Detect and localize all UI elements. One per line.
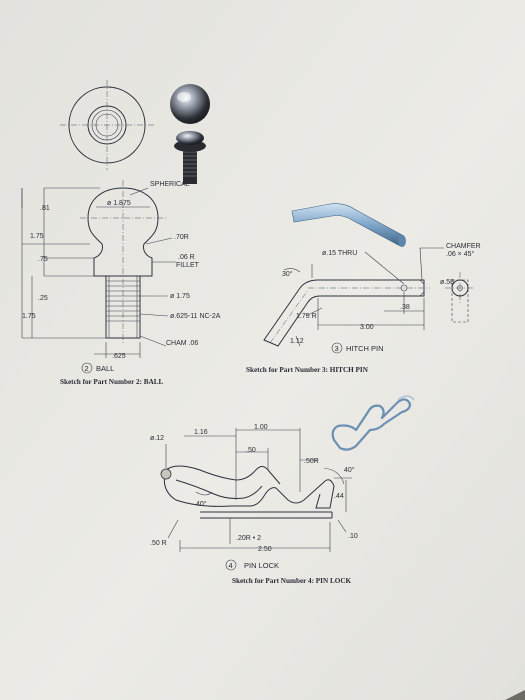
pin-lock-caption: Sketch for Part Number 4: PIN LOCK: [232, 577, 352, 585]
radius-50-left-dim: .50 R: [150, 540, 167, 547]
thread-spec-dim: ø.625-11 NC-2A: [170, 313, 221, 320]
ball-caption: Sketch for Part Number 2: BALL: [60, 378, 164, 386]
dim-112: 1.12: [290, 338, 304, 345]
fillet-radius-dim: .06 R: [178, 254, 195, 261]
dim-250: 2.50: [258, 546, 272, 553]
dim-75: .75: [38, 256, 48, 263]
hitch-pin-caption: Sketch for Part Number 3: HITCH PIN: [246, 366, 369, 374]
chamfer-value: .06 × 45°: [446, 250, 474, 258]
collar-diameter-dim: ø 1.75: [170, 293, 190, 300]
bend-radius-dim: 1.75 R: [296, 313, 317, 320]
wire-diameter-dim: ø.12: [150, 435, 164, 442]
part4-pin-lock-drawing: ø.12 1.16 1.00 .50 .50R 40° 40° .44 .50 …: [150, 395, 415, 585]
ball-radius-dim: .70R: [174, 234, 189, 241]
dim-44: .44: [334, 493, 344, 500]
bend-angle-dim: 30°: [282, 270, 293, 278]
ball-photo: [170, 84, 210, 184]
dim-50: .50: [246, 447, 256, 454]
pin-lock-part-name: PIN LOCK: [244, 561, 279, 570]
dim-100: 1.00: [254, 424, 268, 431]
ball-top-view: [60, 80, 155, 170]
dim-300: 3.00: [360, 324, 374, 331]
hitch-pin-part-name: HITCH PIN: [346, 344, 384, 353]
dim-25: .25: [38, 295, 48, 302]
ball-part-number: 2: [85, 364, 89, 373]
fillet-label: FILLET: [176, 262, 200, 269]
radius-20-dim: .20R • 2: [236, 535, 261, 542]
pin-lock-photo: [331, 395, 415, 451]
ball-part-label: 2 BALL: [81, 362, 114, 374]
dim-116: 1.16: [194, 429, 208, 436]
thru-hole-dim: ø.15 THRU: [322, 250, 357, 257]
part3-hitch-pin-drawing: ø.15 THRU CHAMFER .06 × 45° 30° ø.58 1.7…: [246, 203, 481, 374]
chamfer-label: CHAMFER: [446, 243, 481, 250]
dim-10: .10: [348, 533, 358, 540]
hitch-pin-view: [263, 247, 475, 347]
dim-81: .81: [40, 205, 50, 212]
end-diameter-dim: ø.58: [440, 279, 454, 286]
radius-50-right-dim: .50R: [304, 458, 319, 465]
shank-width-dim: .625: [112, 353, 126, 360]
hitch-pin-part-label: 3 HITCH PIN: [331, 342, 384, 354]
ball-diameter-dim: ø 1.875: [107, 200, 131, 207]
dim-38: .38: [400, 304, 410, 311]
hitch-pin-photo: [291, 203, 406, 247]
hitch-pin-part-number: 3: [335, 344, 339, 353]
pin-lock-view: [160, 428, 352, 552]
ball-spherical-label: SPHERICAL: [150, 181, 190, 188]
part2-ball-drawing: SPHERICAL ø 1.875 .70R .06 R FILLET ø 1.…: [21, 80, 221, 386]
ball-side-view: [21, 180, 176, 358]
dim-175-lower: 1.75: [22, 313, 36, 320]
dim-175-upper: 1.75: [30, 233, 44, 240]
angle-40-left-dim: 40°: [196, 500, 207, 508]
pin-lock-part-label: 4 PIN LOCK: [225, 559, 279, 571]
ball-part-name: BALL: [96, 364, 114, 373]
chamfer-dim: CHAM .06: [166, 340, 198, 347]
pin-lock-part-number: 4: [229, 561, 233, 570]
angle-40-right-dim: 40°: [344, 466, 355, 474]
